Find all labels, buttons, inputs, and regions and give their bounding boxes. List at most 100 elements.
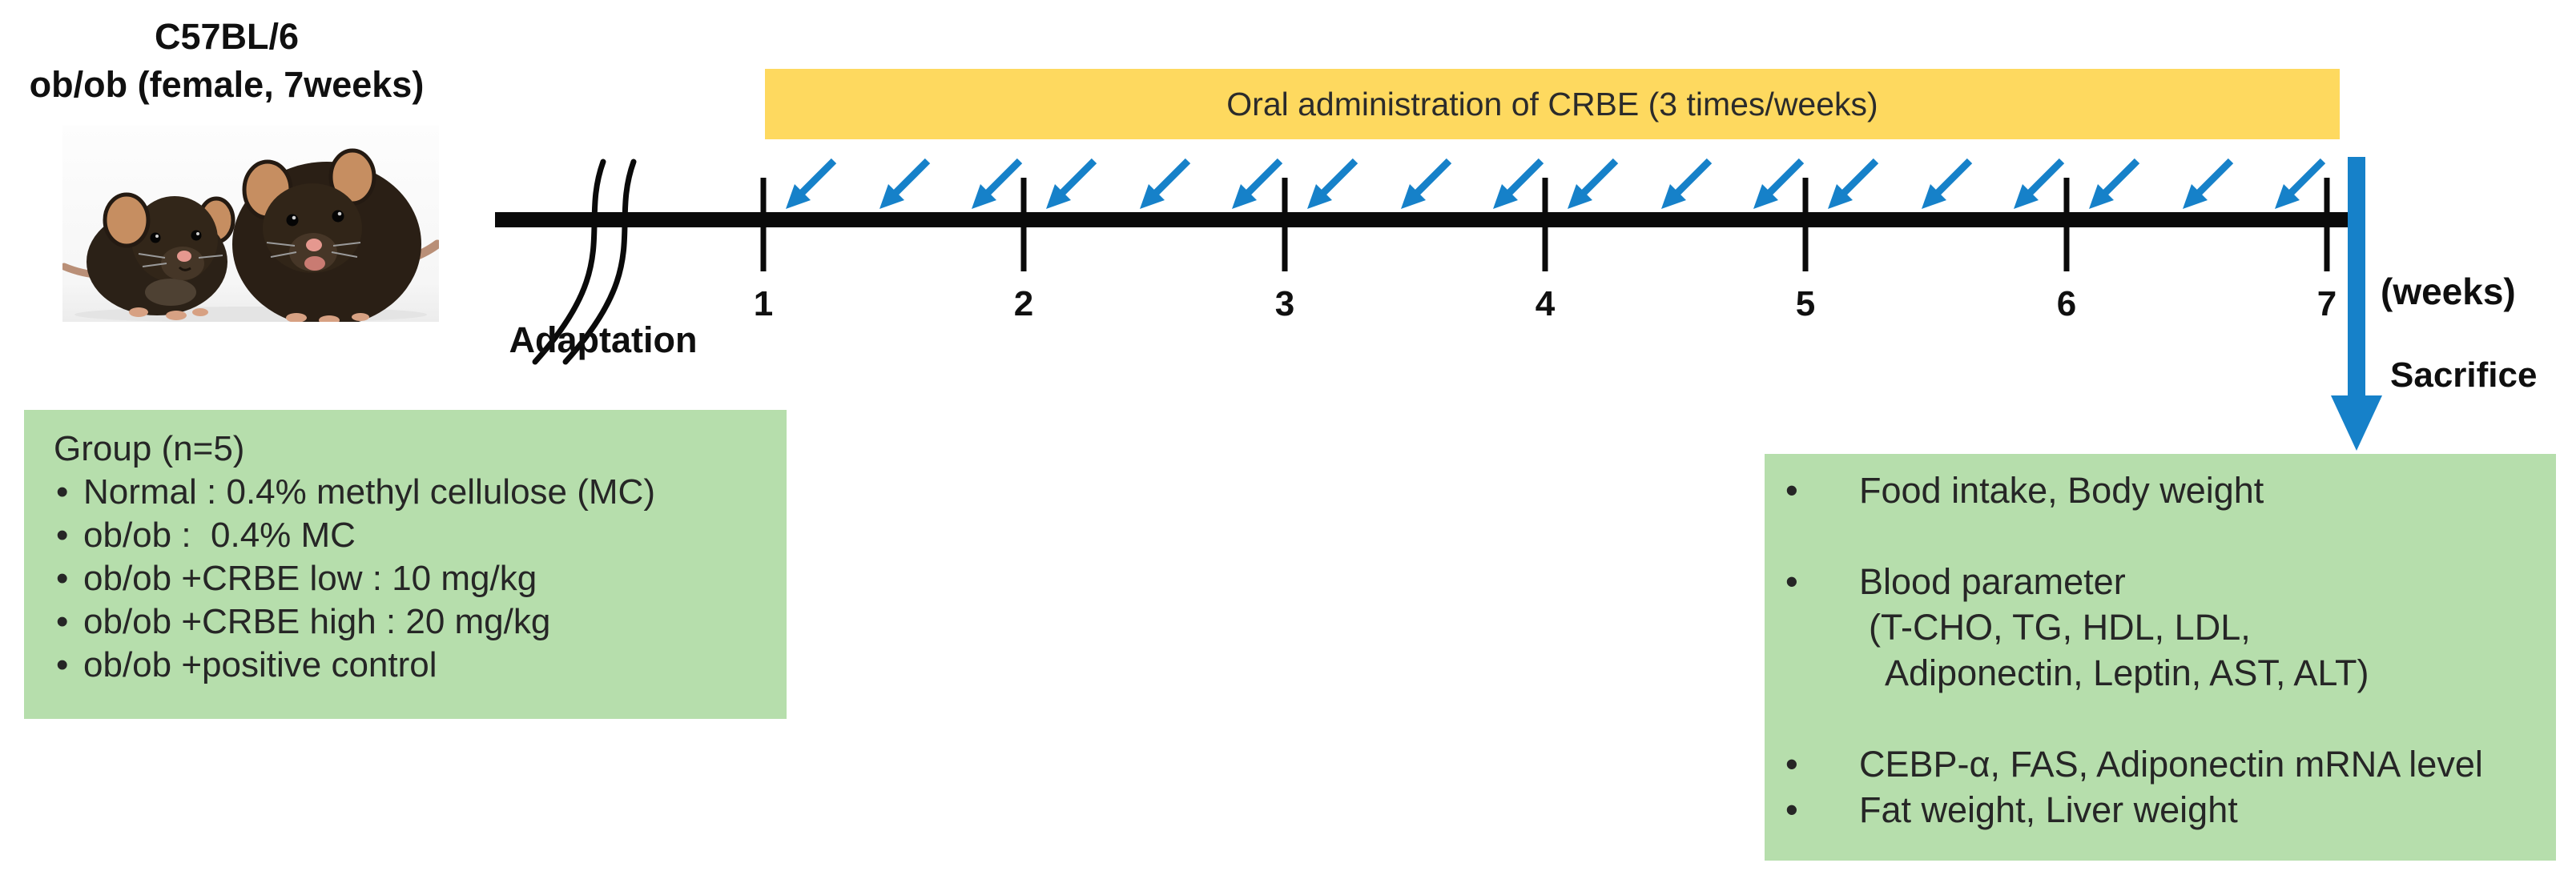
group-item-text: Normal : 0.4% methyl cellulose (MC) <box>83 472 655 512</box>
dose-arrow-icon <box>1580 158 1619 196</box>
obese-mouse <box>232 148 421 322</box>
measurements-list: • Food intake, Body weight • Blood paramete… <box>1765 468 2556 833</box>
week-tick <box>1020 178 1027 271</box>
measurement-row: • Food intake, Body weight <box>1765 468 2556 513</box>
strain-line2: ob/ob (female, 7weeks) <box>29 64 425 105</box>
group-item-text: ob/ob +CRBE high : 20 mg/kg <box>83 602 551 641</box>
measurements-box: • Food intake, Body weight • Blood paramete… <box>1765 454 2556 861</box>
bullet-icon: • <box>56 645 69 684</box>
dose-arrow-icon <box>1922 184 1946 209</box>
bullet-spacer <box>1785 696 1859 741</box>
groups-list: • Normal : 0.4% methyl cellulose (MC) • ob/… <box>24 471 787 687</box>
bullet-icon: • <box>1785 470 1798 511</box>
week-tick-label: 4 <box>1535 284 1556 323</box>
group-item: • ob/ob +positive control <box>24 644 787 687</box>
group-item: • ob/ob +CRBE low : 10 mg/kg <box>24 557 787 600</box>
dose-arrow-icon <box>1245 158 1283 196</box>
dose-arrow-icon <box>1568 184 1592 209</box>
measurement-text: (T-CHO, TG, HDL, LDL, <box>1869 607 2251 648</box>
dose-arrow-icon <box>1828 184 1853 209</box>
week-tick <box>1282 178 1288 271</box>
dose-arrow-icon <box>2102 158 2140 196</box>
week-tick-label: 7 <box>2316 284 2337 323</box>
week-tick-label: 5 <box>1795 284 1816 323</box>
dose-arrow-icon <box>1661 184 1686 209</box>
dose-arrow-icon <box>984 158 1023 196</box>
week-tick <box>2324 178 2330 271</box>
dose-arrow-icon <box>1934 158 1973 196</box>
week-tick <box>1542 178 1548 271</box>
measurement-text: Blood parameter <box>1859 561 2126 602</box>
measurement-text: Fat weight, Liver weight <box>1859 789 2238 830</box>
measurement-row: Adiponectin, Leptin, AST, ALT) <box>1765 650 2556 696</box>
dose-arrow-icon <box>2014 184 2039 209</box>
dose-arrow-icon <box>1153 158 1191 196</box>
dose-arrow-icon <box>786 184 811 209</box>
dose-arrow-icon <box>1753 184 1778 209</box>
bullet-icon: • <box>56 602 69 641</box>
sacrifice-label: Sacrifice <box>2390 355 2538 395</box>
dose-arrow-icon <box>2275 184 2300 209</box>
strain-line1: C57BL/6 <box>154 16 300 57</box>
group-item-text: ob/ob : 0.4% MC <box>83 516 356 555</box>
measurement-row: • CEBP-α, FAS, Adiponectin mRNA level <box>1765 741 2556 787</box>
dose-arrow-icon <box>1401 184 1426 209</box>
week-tick <box>760 178 767 271</box>
bullet-icon: • <box>56 472 69 512</box>
dose-arrow-icon <box>1506 158 1544 196</box>
measurement-row <box>1765 513 2556 559</box>
dose-arrow-icon <box>1307 184 1332 209</box>
week-tick <box>2063 178 2070 271</box>
strain-title: C57BL/6 ob/ob (female, 7weeks) <box>6 13 447 109</box>
measurement-text: Food intake, Body weight <box>1859 470 2264 511</box>
group-item-text: ob/ob +CRBE low : 10 mg/kg <box>83 559 537 598</box>
bullet-icon: • <box>56 516 69 555</box>
group-item: • ob/ob : 0.4% MC <box>24 514 787 557</box>
dose-arrow-icon <box>2183 184 2208 209</box>
dose-arrow-icon <box>2027 158 2065 196</box>
groups-box-title: Group (n=5) <box>54 429 245 468</box>
banner-label: Oral administration of CRBE (3 times/wee… <box>1226 85 1878 122</box>
measurement-row: •Fat weight, Liver weight <box>1765 787 2556 833</box>
week-tick-label: 6 <box>2056 284 2077 323</box>
dose-arrow-icon <box>2089 184 2114 209</box>
week-tick <box>1802 178 1809 271</box>
sacrifice-arrow-icon <box>2331 395 2382 451</box>
dose-arrow-icon <box>1232 184 1257 209</box>
dose-arrow-icon <box>2196 158 2234 196</box>
dose-arrow-icon <box>1059 158 1097 196</box>
adaptation-label: Adaptation <box>509 319 698 360</box>
bullet-icon: • <box>1785 561 1798 602</box>
week-tick-label: 3 <box>1274 284 1295 323</box>
oral-administration-banner: Oral administration of CRBE (3 times/wee… <box>765 69 2340 139</box>
groups-box: Group (n=5) • Normal : 0.4% methyl cellul… <box>24 410 787 719</box>
group-item: • ob/ob +CRBE high : 20 mg/kg <box>24 600 787 644</box>
dose-arrow-icon <box>1493 184 1518 209</box>
bullet-icon: • <box>1785 744 1798 785</box>
bullet-spacer <box>1785 650 1859 696</box>
dose-arrow-icon <box>799 158 837 196</box>
weeks-axis-label: (weeks) <box>2381 271 2516 312</box>
mice-photo <box>62 126 439 322</box>
bullet-spacer <box>1785 604 1859 650</box>
bullet-spacer <box>1785 513 1859 559</box>
dose-arrow-icon <box>1766 158 1805 196</box>
dose-arrow-icon <box>1841 158 1879 196</box>
dose-arrow-icon <box>2288 158 2326 196</box>
dose-arrow-icon <box>1414 158 1452 196</box>
dose-arrow-icon <box>1320 158 1358 196</box>
group-item-text: ob/ob +positive control <box>83 645 437 684</box>
measurement-row: • Blood parameter <box>1765 559 2556 604</box>
dose-arrow-icon <box>1674 158 1713 196</box>
measurement-row <box>1765 696 2556 741</box>
dose-arrow-icon <box>879 184 904 209</box>
measurement-text: CEBP-α, FAS, Adiponectin mRNA level <box>1859 744 2483 785</box>
sacrifice-arrow-icon <box>2348 157 2365 400</box>
dose-arrow-icon <box>1046 184 1071 209</box>
dose-arrow-icon <box>892 158 931 196</box>
dose-arrow-icon <box>1140 184 1165 209</box>
dose-arrow-icon <box>972 184 996 209</box>
bullet-icon: • <box>56 559 69 598</box>
measurement-row: (T-CHO, TG, HDL, LDL, <box>1765 604 2556 650</box>
